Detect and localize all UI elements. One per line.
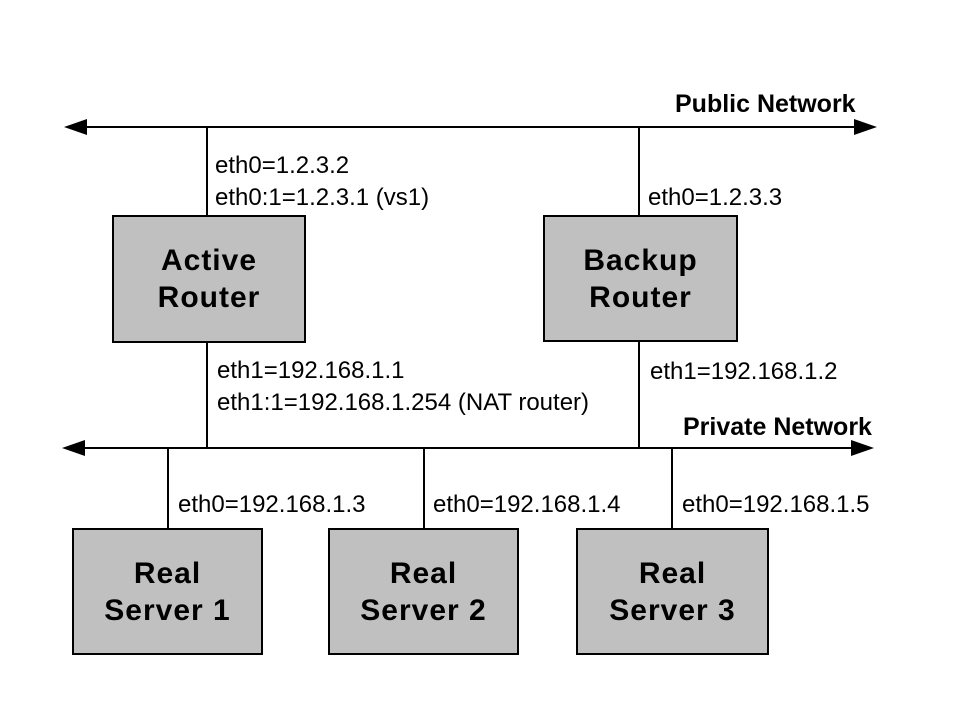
private-network-line: [83, 447, 853, 449]
real-server-1-box: Real Server 1: [72, 528, 263, 655]
real-server-3-box: Real Server 3: [576, 528, 769, 655]
connector-private-real-server-3: [671, 449, 673, 528]
real-server-2-box: Real Server 2: [328, 528, 519, 655]
active-router-public-interfaces: eth0=1.2.3.2 eth0:1=1.2.3.1 (vs1): [215, 150, 429, 214]
real-server-2-name-line1: Real: [389, 556, 458, 590]
real-server-2-eth0-label: eth0=192.168.1.4: [433, 491, 621, 518]
active-router-name-line1: Active: [160, 244, 258, 277]
public-network-label: Public Network: [675, 90, 856, 118]
connector-private-real-server-1: [167, 449, 169, 528]
real-server-2-name-line2: Server 2: [360, 593, 487, 627]
active-router-eth1-label: eth1=192.168.1.1: [217, 357, 405, 384]
backup-router-name-line2: Router: [589, 280, 692, 314]
connector-backup-router-private: [638, 342, 640, 447]
active-router-name-line2: Router: [157, 281, 261, 314]
private-left-arrowhead-icon: [62, 440, 85, 456]
backup-router-name-line1: Backup: [583, 243, 698, 277]
connector-active-router-private: [206, 343, 208, 447]
public-left-arrowhead-icon: [64, 119, 87, 135]
active-router-private-interfaces: eth1=192.168.1.1 eth1:1=192.168.1.254 (N…: [217, 355, 589, 419]
public-network-line: [85, 126, 856, 128]
real-server-3-eth0-label: eth0=192.168.1.5: [682, 491, 870, 518]
public-right-arrowhead-icon: [854, 119, 877, 135]
active-router-box: Active Router: [112, 215, 306, 343]
connector-private-real-server-2: [423, 449, 425, 528]
private-network-label: Private Network: [683, 413, 872, 441]
real-server-3-name-line2: Server 3: [609, 593, 736, 627]
connector-public-backup-router: [638, 128, 640, 215]
active-router-eth0-1-label: eth0:1=1.2.3.1 (vs1): [215, 184, 430, 211]
connector-public-active-router: [206, 128, 208, 215]
real-server-1-name-line1: Real: [133, 556, 202, 590]
real-server-3-name-line1: Real: [638, 556, 707, 590]
backup-router-box: Backup Router: [543, 215, 738, 342]
backup-router-eth0-label: eth0=1.2.3.3: [648, 184, 783, 211]
active-router-eth1-1-label: eth1:1=192.168.1.254 (NAT router): [217, 389, 590, 416]
real-server-1-name-line2: Server 1: [104, 593, 231, 627]
private-right-arrowhead-icon: [851, 440, 874, 456]
real-server-1-eth0-label: eth0=192.168.1.3: [178, 491, 366, 518]
backup-router-eth1-label: eth1=192.168.1.2: [650, 358, 838, 385]
active-router-eth0-label: eth0=1.2.3.2: [215, 152, 350, 179]
